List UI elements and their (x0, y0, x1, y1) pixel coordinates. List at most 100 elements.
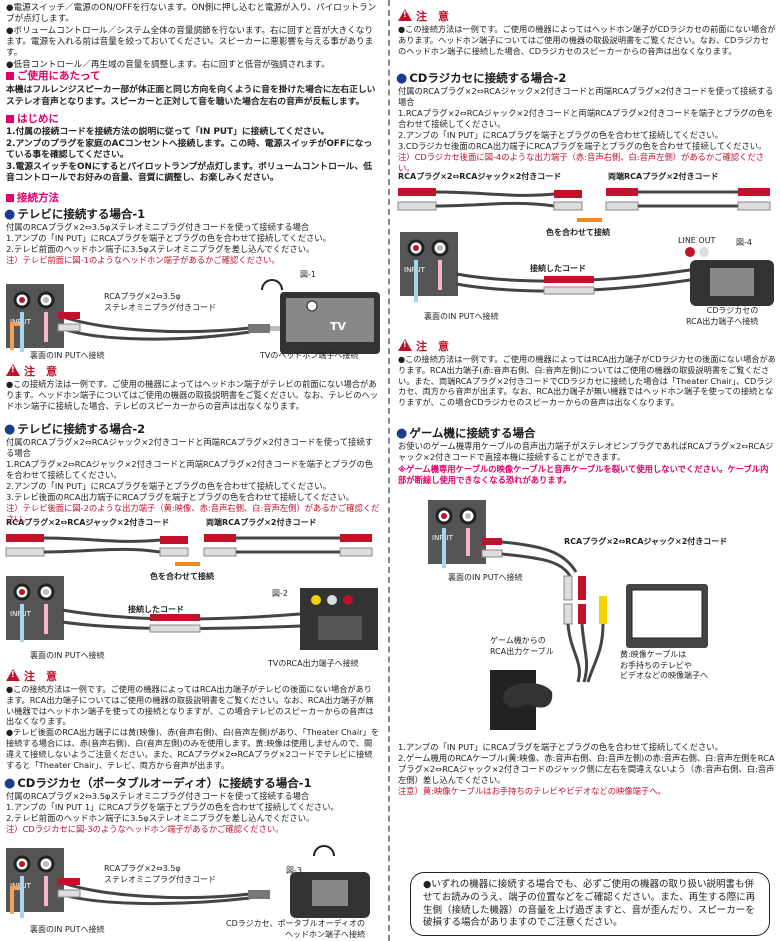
tv2-step: 付属のRCAプラグ×2⇔RCAジャック×2付きコードと両端RCAプラグ×2付きコ… (6, 437, 374, 458)
warn2-item: ●この接続方法は一例です。ご使用の機器によってはRCA出力端子がテレビの後面にな… (6, 684, 374, 727)
game-warning: ※ゲーム機専用ケーブルの映像ケーブルと音声ケーブルを裂いて使用しないでください。… (398, 464, 769, 485)
game-input-caption: 裏面のIN PUTへ接続 (448, 573, 523, 582)
tv2-match-label: 色を合わせて接続 (150, 572, 214, 581)
warning-icon (398, 9, 412, 21)
cd2-cord-a-label: RCAプラグ×2⇔RCAジャック×2付きコード (398, 172, 562, 181)
cd2-step: 2.アンプの「IN PUT」にRCAプラグを端子とプラグの色を合わせて接続してく… (398, 129, 723, 140)
cd2-note: 注）CDラジカセ後面に図-4のような出力端子（赤:音声右側、白:音声左側）がある… (398, 151, 765, 173)
control-item-power: ●電源スイッチ／電源のON/OFFを行ないます。ON側に押し込むと電源が入り、パ… (6, 3, 377, 25)
tv2-cord-a-label: RCAプラグ×2⇔RCAジャック×2付きコード (6, 518, 170, 527)
warn2-list: ●この接続方法は一例です。ご使用の機器によってはRCA出力端子がテレビの後面にな… (6, 684, 380, 771)
fig2-tv-caption: TVのRCA出力端子へ接続 (268, 659, 359, 668)
game-cord-label: RCAプラグ×2⇔RCAジャック×2付きコード (564, 537, 728, 546)
cd2-step: 1.RCAプラグ×2⇔RCAジャック×2付きコードと両端RCAプラグ×2付きコー… (398, 107, 774, 129)
game-steps: 1.アンプの「IN PUT」にRCAプラグを端子とプラグの色を合わせて接続してく… (398, 742, 776, 797)
game-note: 注意）黄:映像ケーブルはお手持ちのテレビやビデオなどの映像端子へ。 (398, 785, 666, 796)
fig1-tv-caption: TVのヘッドホン端子へ接続 (260, 351, 359, 360)
fig3-input-caption: 裏面のIN PUTへ接続 (30, 925, 105, 934)
tv1-steps: 付属のRCAプラグ×2⇔3.5φステレオミニプラグ付きコードを使って接続する場合… (6, 222, 380, 266)
fig3-cd-caption: CDラジカセ、ポータブルオーディオの ヘッドホン端子へ接続 (226, 919, 366, 939)
intro-item: 1.付属の接続コードを接続方法の説明に従って「IN PUT」に接続してください。 (6, 127, 330, 137)
cd1-steps: 付属のRCAプラグ×2⇔3.5φステレオミニプラグ付きコードを使って接続する場合… (6, 791, 380, 835)
game-text: お使いのゲーム機専用ケーブルの音声出力端子がステレオピンプラグであればRCAプラ… (398, 441, 774, 462)
tv1-step: 2.テレビ前面のヘッドホン端子に3.5φステレオミニプラグを差し込んでください。 (6, 243, 315, 254)
cd1-note: 注）CDラジカセに図-3のようなヘッドホン端子があるかご確認ください。 (6, 823, 284, 834)
warn1-heading: 注 意 (6, 364, 57, 380)
warn0-heading: 注 意 (398, 9, 449, 25)
cd2-lineout-label: LINE OUT (678, 236, 716, 245)
control-item-bass: ●低音コントロール／再生域の音量を調整します。右に回すと低音が強調されます。 (6, 59, 330, 70)
controls-list: ●電源スイッチ／電源のON/OFFを行ないます。ON側に押し込むと電源が入り、パ… (6, 3, 378, 71)
fig4-cd-caption: CDラジカセの RCA出力端子へ接続 (686, 306, 759, 326)
tv1-step: 1.アンプの「IN PUT」にRCAプラグを端子とプラグの色を合わせて接続してく… (6, 232, 331, 243)
game-heading: ●ゲーム機に接続する場合 (396, 426, 536, 441)
warn1r-text: ●この接続方法は一例です。ご使用の機器によってはRCA出力端子がCDラジカセの後… (398, 354, 776, 408)
intro-item: 2.アンプのプラグを家庭のACコンセントへ接続します。この時、電源スイッチがOF… (6, 138, 373, 161)
warning-icon (6, 669, 20, 681)
warn2-heading: 注 意 (6, 669, 57, 685)
game-step: 1.アンプの「IN PUT」にRCAプラグを端子とプラグの色を合わせて接続してく… (398, 742, 723, 752)
fig1-cord-label: RCAプラグ×2⇔3.5φ ステレオミニプラグ付きコード (104, 292, 216, 312)
cd1-step: 2.テレビ前面のヘッドホン端子に3.5φステレオミニプラグを差し込んでください。 (6, 812, 315, 823)
fig2-label: 図-2 (272, 589, 288, 598)
warning-icon (6, 364, 20, 376)
usage-text: 本機はフルレンジスピーカー部が体正面と同じ方向を向くように音を掛けた場合に左右正… (6, 85, 376, 107)
left-column: ●電源スイッチ／電源のON/OFFを行ないます。ON側に押し込むと電源が入り、パ… (0, 0, 384, 941)
cd1-step: 付属のRCAプラグ×2⇔3.5φステレオミニプラグ付きコードを使って接続する場合 (6, 791, 310, 801)
warn0-text: ●この接続方法は一例です。ご使用の機器によってはヘッドホン端子がCDラジカセの前… (398, 24, 776, 56)
control-item-volume: ●ボリュームコントロール／システム全体の音量調節を行ないます。右に回すと音が大き… (6, 25, 374, 59)
tv2-step: 3.テレビ後面のRCA出力端子にRCAプラグを端子とプラグの色を合わせて接続して… (6, 491, 355, 502)
gamepad-icon (503, 683, 553, 708)
fig1-input-caption: 裏面のIN PUTへ接続 (30, 351, 105, 360)
cd2-joined-label: 接続したコード (530, 264, 586, 273)
cd1-step: 1.アンプの「IN PUT 1」にRCAプラグを端子とプラグの色を合わせて接続し… (6, 801, 339, 812)
warn1-text: ●この接続方法は一例です。ご使用の機器によってはヘッドホン端子がテレビの前面にな… (6, 379, 379, 411)
game-console-caption: ゲーム機からの RCA出力ケーブル (490, 636, 554, 656)
intro-heading: はじめに (6, 113, 59, 127)
usage-heading: ご使用にあたって (6, 70, 100, 84)
game-step: 2.ゲーム機用のRCAケーブル(黄:映像、赤:音声右側、白:音声左側)の赤:音声… (398, 752, 775, 785)
cd2-steps: 付属のRCAプラグ×2⇔RCAジャック×2付きコードと両端RCAプラグ×2付きコ… (398, 86, 776, 174)
cd1-heading: ●CDラジカセ（ポータブルオーディオ）に接続する場合-1 (4, 776, 312, 791)
warning-icon (398, 339, 412, 351)
cd2-step: 3.CDラジカセ後面のRCA出力端子にRCAプラグを端子とプラグの色を合わせて接… (398, 140, 767, 151)
cd2-heading: ●CDラジカセに接続する場合-2 (396, 71, 567, 86)
intro-item: 3.電源スイッチをONにするとパイロットランプが点灯します。ボリュームコントロー… (6, 161, 373, 184)
tv2-steps: 付属のRCAプラグ×2⇔RCAジャック×2付きコードと両端RCAプラグ×2付きコ… (6, 437, 380, 525)
general-notice-box: ●いずれの機器に接続する場合でも、必ずご使用の機器の取り扱い説明書も併せてお読み… (410, 872, 770, 936)
fig1-label: 図-1 (300, 270, 316, 279)
column-divider (388, 0, 390, 941)
fig3-cord-label: RCAプラグ×2⇔3.5φ ステレオミニプラグ付きコード (104, 864, 216, 884)
fig2-input-caption: 裏面のIN PUTへ接続 (30, 651, 105, 660)
cd2-cord-b-label: 両端RCAプラグ×2付きコード (608, 172, 719, 181)
tv2-heading: ●テレビに接続する場合-2 (4, 422, 146, 437)
tv1-heading: ●テレビに接続する場合-1 (4, 207, 146, 222)
tv2-note: 注）テレビ後面に図-2のような出力端子（黄:映像、赤:音声右側、白:音声左側）が… (6, 502, 380, 524)
game-video-caption: 黄:映像ケーブルは お手持ちのテレビや ビデオなどの映像端子へ (620, 650, 708, 681)
tv2-step: 2.アンプの「IN PUT」にRCAプラグを端子とプラグの色を合わせて接続してく… (6, 480, 331, 491)
fig4-input-caption: 裏面のIN PUTへ接続 (424, 312, 499, 321)
tv2-step: 1.RCAプラグ×2⇔RCAジャック×2付きコードと両端RCAプラグ×2付きコー… (6, 458, 374, 480)
cd2-match-label: 色を合わせて接続 (546, 228, 610, 237)
tv2-joined-label: 接続したコード (128, 605, 184, 614)
amp-panel (6, 284, 64, 348)
tv1-note: 注）テレビ前面に図-1のようなヘッドホン端子があるかご確認ください。 (6, 254, 280, 265)
headphone-icon (261, 279, 283, 291)
fig3-label: 図-3 (286, 866, 302, 875)
warn1r-heading: 注 意 (398, 339, 449, 355)
warn2-item: ●テレビ後面のRCA出力端子には黄(映像)、赤(音声右側)、白(音声左側)があり… (6, 727, 379, 770)
headphone-icon (313, 845, 335, 857)
fig4-label: 図-4 (736, 238, 752, 247)
tv2-cord-b-label: 両端RCAプラグ×2付きコード (206, 518, 317, 527)
cd2-step: 付属のRCAプラグ×2⇔RCAジャック×2付きコードと両端RCAプラグ×2付きコ… (398, 86, 774, 107)
method-heading: 接続方法 (6, 192, 59, 206)
right-column: 注 意 ●この接続方法は一例です。ご使用の機器によってはヘッドホン端子がCDラジ… (394, 0, 780, 941)
intro-list: 1.付属の接続コードを接続方法の説明に従って「IN PUT」に接続してください。… (6, 127, 380, 185)
tv1-step: 付属のRCAプラグ×2⇔3.5φステレオミニプラグ付きコードを使って接続する場合 (6, 222, 310, 232)
